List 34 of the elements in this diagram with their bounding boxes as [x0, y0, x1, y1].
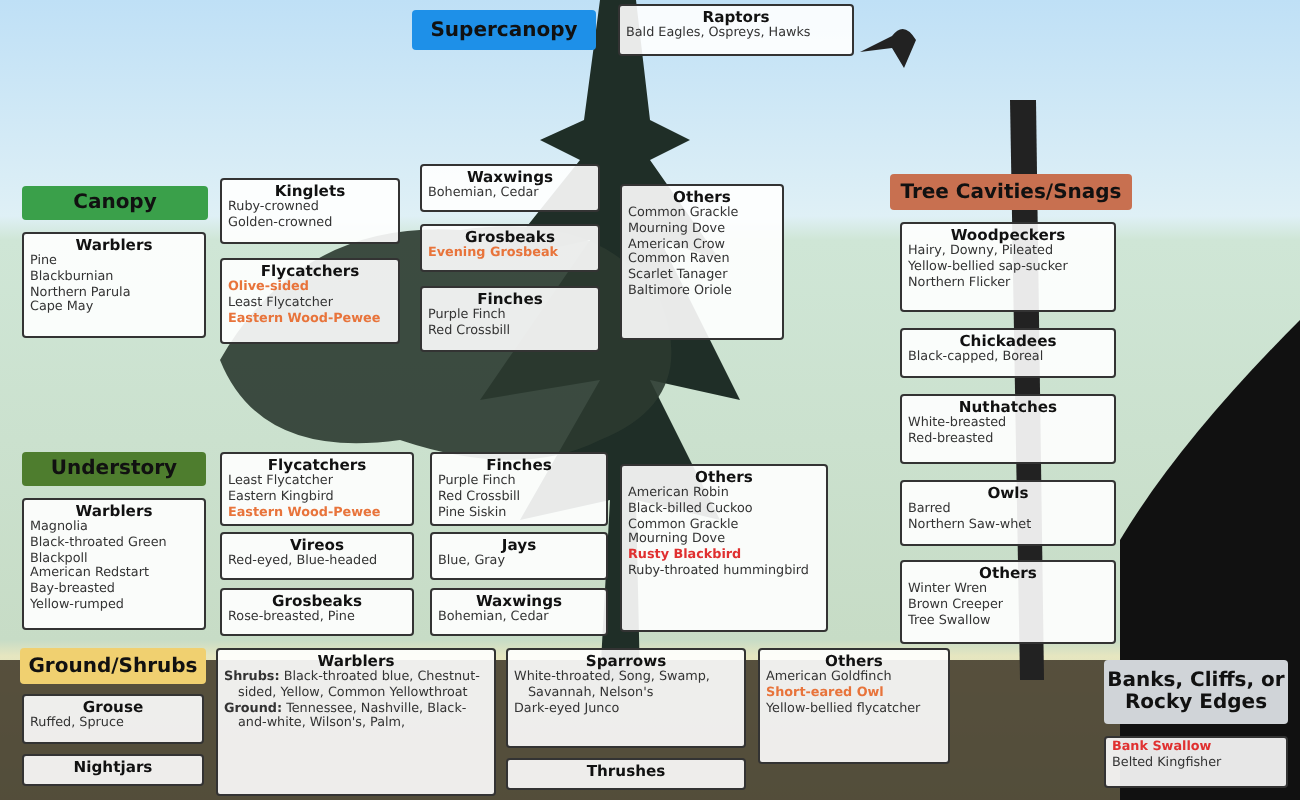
- section-heading: Supercanopy: [412, 10, 596, 50]
- species-card: [620, 464, 828, 632]
- section-heading: Canopy: [22, 186, 208, 220]
- species-card: [618, 4, 854, 56]
- section-heading: Ground/Shrubs: [20, 648, 206, 684]
- species-card: [430, 532, 608, 580]
- species-card: [220, 588, 414, 636]
- species-card: [900, 480, 1116, 546]
- section-heading: Banks, Cliffs, or Rocky Edges: [1104, 660, 1288, 724]
- species-card: [506, 648, 746, 748]
- species-card: [900, 222, 1116, 312]
- species-card: [620, 184, 784, 340]
- species-card: [220, 258, 400, 344]
- species-card: [900, 560, 1116, 644]
- species-card: [430, 588, 608, 636]
- section-heading: Tree Cavities/Snags: [890, 174, 1132, 210]
- species-card: [900, 328, 1116, 378]
- species-card: [430, 452, 608, 527]
- section-heading: Understory: [22, 452, 206, 486]
- species-card: [420, 286, 600, 352]
- species-card: [420, 224, 600, 272]
- species-card: [1104, 736, 1288, 788]
- species-card: [758, 648, 950, 764]
- species-card: [220, 532, 414, 580]
- species-card: [22, 232, 206, 338]
- species-card: [506, 758, 746, 790]
- species-card: [22, 754, 204, 786]
- species-card: [220, 178, 400, 244]
- species-card: [216, 648, 496, 796]
- species-card: [900, 394, 1116, 464]
- species-card: [220, 452, 414, 527]
- species-card: [22, 694, 204, 744]
- species-card: [420, 164, 600, 212]
- species-card: [22, 498, 206, 630]
